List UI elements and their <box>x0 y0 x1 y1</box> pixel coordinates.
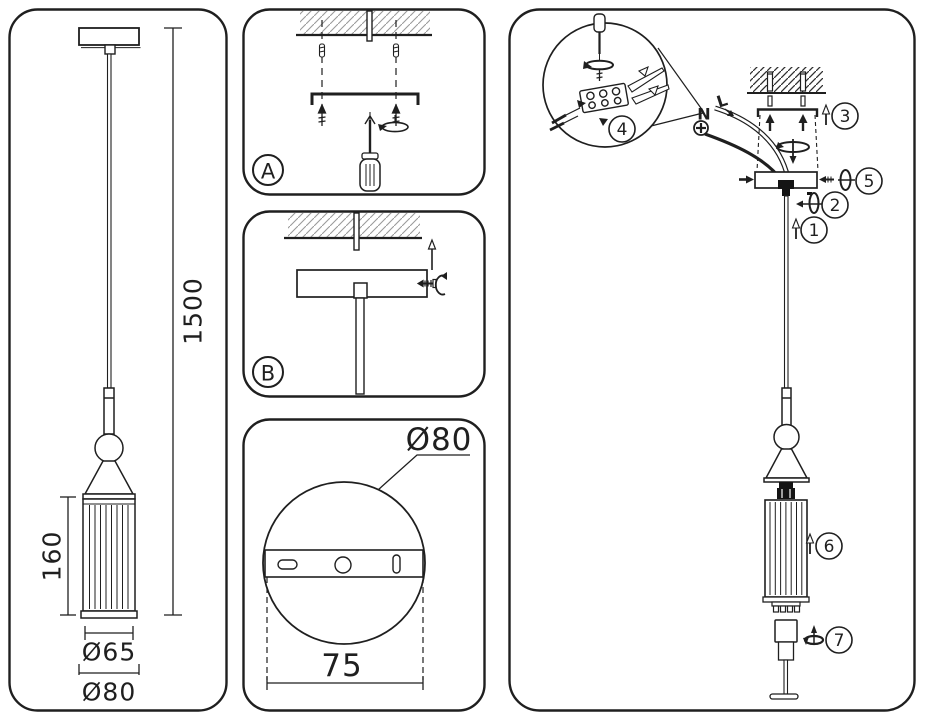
step-2-badge: 2 <box>830 196 841 216</box>
insert-arrow-icon <box>577 100 586 108</box>
dimension-mount-spacing <box>266 676 424 690</box>
mounting-bar <box>264 549 424 578</box>
mains-wire <box>366 10 373 42</box>
canopy-guide-lines <box>756 114 819 172</box>
step-6-badge: 6 <box>824 537 835 557</box>
dimension-drawing-panel: 1500 160 Ø65 Ø80 <box>8 8 228 712</box>
ground-icon <box>693 120 709 136</box>
dimension-cord-length <box>164 27 182 616</box>
panel-border <box>8 8 228 712</box>
dim-shade-height: 160 <box>38 531 67 582</box>
dimension-shade-height <box>60 496 76 616</box>
dim-cord-length: 1500 <box>179 277 208 345</box>
dimension-canopy-diameter <box>78 664 140 675</box>
lamp-socket <box>777 482 795 499</box>
step-4-badge: 4 <box>617 120 628 140</box>
supply-wires <box>549 100 608 132</box>
light-bulb <box>769 619 799 700</box>
step-6-badge-circle <box>815 532 843 560</box>
dimension-shade-diameter <box>84 626 134 640</box>
step-b-badge-circle <box>252 356 284 388</box>
step-7-badge: 7 <box>834 631 845 651</box>
screw-icon <box>317 103 401 126</box>
bracket-screw-arrows <box>765 114 808 131</box>
stem-and-ball <box>773 387 800 451</box>
stem-and-ball <box>94 387 124 463</box>
ceiling-hatch <box>747 67 826 94</box>
keyhole-slot <box>392 554 401 574</box>
wire-arrow-icon <box>727 110 734 116</box>
cord-grip <box>778 180 794 196</box>
screwdriver-icon <box>593 13 606 60</box>
mount-spacing-label: 75 <box>321 648 362 684</box>
ceiling-screws <box>766 71 807 107</box>
panel-b-label: B <box>261 362 275 386</box>
step-5-screw-icon <box>819 169 855 191</box>
mounting-bracket <box>310 92 420 105</box>
mounting-bracket <box>756 108 819 117</box>
step-5-badge-circle <box>855 167 883 195</box>
pendant-cord <box>783 195 789 389</box>
rotate-arrow-icon <box>583 59 614 71</box>
rotate-arrow-icon <box>378 115 409 133</box>
spacing-dashed-lines <box>266 577 424 680</box>
step-a-panel: A <box>242 8 486 196</box>
hollow-arrow-icon <box>637 65 649 77</box>
bubble-leader-line <box>650 112 704 127</box>
step-a-badge-circle <box>252 154 284 186</box>
step-b-panel: B <box>242 210 486 398</box>
rotate-arrow-icon <box>434 272 447 296</box>
step-7-badge-circle <box>825 626 853 654</box>
bubble-leader-line <box>657 47 704 112</box>
cord-grip <box>353 282 368 299</box>
step-3-badge: 3 <box>840 107 851 127</box>
pendant-cord <box>106 53 112 389</box>
step-1-badge-circle <box>800 216 828 244</box>
canopy-outline <box>262 481 426 645</box>
up-arrow-icon <box>427 238 437 270</box>
step-4-badge-circle <box>608 115 636 143</box>
ribbed-shade <box>80 498 138 619</box>
ceiling-canopy <box>78 27 141 55</box>
rotate-bulb-icon <box>803 625 825 646</box>
panel-a-label: A <box>261 160 276 184</box>
step-5-badge: 5 <box>864 172 875 192</box>
assembly-panel: 4 N L <box>508 8 916 712</box>
ceiling-hatch <box>296 10 432 42</box>
pendant-cord <box>355 297 365 395</box>
canopy-push-arrows <box>739 175 754 184</box>
rotate-screw-icon <box>776 139 810 164</box>
canopy-diameter-label: Ø80 <box>406 422 473 458</box>
ceiling-hatch <box>284 212 422 251</box>
wall-anchor-icon <box>318 43 400 58</box>
cone-holder <box>82 460 136 500</box>
dim-canopy-diameter: Ø80 <box>82 678 137 707</box>
wiring-detail-bubble <box>542 13 704 148</box>
step-2-badge-circle <box>821 191 849 219</box>
mains-wire <box>353 212 360 251</box>
hollow-arrow-icon <box>647 85 659 97</box>
canopy-bottom-view-panel: Ø80 75 <box>242 418 486 712</box>
panel-border <box>242 8 486 196</box>
center-hole <box>334 556 352 574</box>
wire-n-label: N <box>697 105 710 124</box>
insert-arrow-icon <box>599 118 608 126</box>
dim-shade-diameter: Ø65 <box>82 638 137 667</box>
fixture-wires <box>627 65 670 105</box>
step-3-arrow-icon <box>821 103 831 125</box>
retaining-ring <box>771 601 801 613</box>
terminal-screw <box>596 70 603 81</box>
step-3-badge-circle <box>831 102 859 130</box>
step-1-badge: 1 <box>809 221 820 241</box>
slot-hole <box>277 559 298 570</box>
step-1-arrow-icon <box>791 217 801 239</box>
screwdriver-icon <box>359 112 381 192</box>
step-6-arrow-icon <box>805 532 815 554</box>
diameter-leader-line <box>377 454 470 491</box>
step-2-screw-icon <box>796 192 822 214</box>
ribbed-shade <box>762 499 810 603</box>
